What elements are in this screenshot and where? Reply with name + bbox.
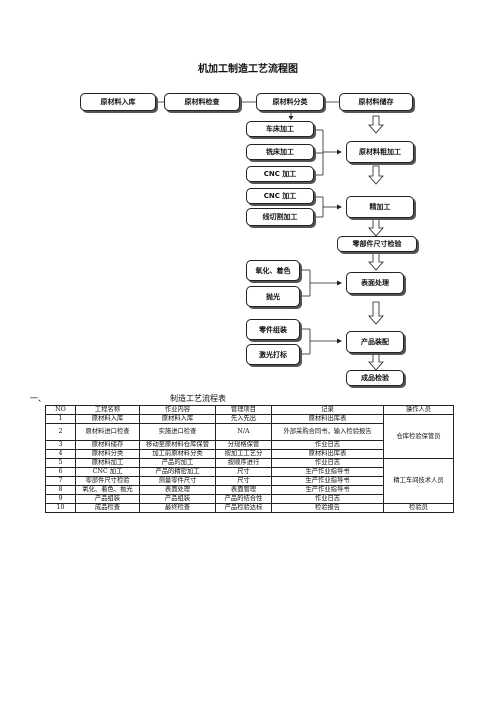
- cell-control-item: N/A: [215, 423, 272, 441]
- cell-process-name: 氧化、着色、抛光: [75, 485, 140, 495]
- cell-work-content: 产品的加工: [139, 458, 216, 468]
- cell-work-content: 测量零件尺寸: [139, 476, 216, 486]
- box-raw-sorting: 原材料分类: [256, 93, 324, 111]
- box-lathe: 车床加工: [246, 121, 314, 137]
- table-caption: 制造工艺流程表: [170, 394, 226, 403]
- cell-process-name: 原材料入库: [75, 414, 140, 424]
- cell-no: 4: [45, 449, 76, 459]
- cell-no: 7: [45, 476, 76, 486]
- header-no: NO: [45, 405, 76, 415]
- cell-process-name: 成品检查: [75, 503, 140, 513]
- cell-record: 生产作业指导书: [271, 485, 384, 495]
- cell-no: 1: [45, 414, 76, 424]
- box-laser-marking: 激光打标: [246, 344, 300, 365]
- box-oxidize-color: 氧化、着色: [246, 260, 300, 281]
- box-raw-inspection: 原材料检查: [164, 93, 240, 111]
- cell-no: 3: [45, 440, 76, 450]
- cell-control-item: 表面管理: [215, 485, 272, 495]
- cell-control-item: 分规格保管: [215, 440, 272, 450]
- cell-work-content: 加工前原材料分类: [139, 449, 216, 459]
- cell-record: 原材料出库表: [271, 449, 384, 459]
- cell-record: 原材料出库表: [271, 414, 384, 424]
- cell-record: 生产作业指导书: [271, 476, 384, 486]
- cell-work-content: 移动至原材料仓库保管: [139, 440, 216, 450]
- box-cnc-b: CNC 加工: [246, 188, 314, 204]
- process-table: NO 工程名称 作业内容 管理项目 记录 操作人员 1 原材料入库 原材料入库 …: [45, 405, 454, 513]
- box-cnc-a: CNC 加工: [246, 166, 314, 182]
- box-final-inspection: 成品检验: [346, 370, 404, 386]
- box-surface-treatment: 表面处理: [346, 272, 404, 294]
- cell-no: 8: [45, 485, 76, 495]
- cell-no: 2: [45, 423, 76, 441]
- cell-process-name: CNC 加工: [75, 467, 140, 477]
- cell-record: 检验报告: [271, 503, 384, 513]
- box-rough-machining: 原材料粗加工: [346, 141, 414, 163]
- cell-work-content: 产品的精密加工: [139, 467, 216, 477]
- header-process-name: 工程名称: [75, 405, 140, 415]
- cell-work-content: 表面处理: [139, 485, 216, 495]
- cell-process-name: 原材料储存: [75, 440, 140, 450]
- table-row: 5 原材料加工 产品的加工 按顺序进行 作业日志 精工车间技术人员: [45, 458, 454, 504]
- cell-no: 10: [45, 503, 76, 513]
- table-header-row: NO 工程名称 作业内容 管理项目 记录 操作人员: [45, 405, 454, 415]
- cell-work-content: 原材料入库: [139, 414, 216, 424]
- cell-control-item: 产品的结合性: [215, 494, 272, 504]
- box-milling: 铣床加工: [246, 144, 314, 160]
- cell-operator-workshop: 精工车间技术人员: [383, 458, 454, 504]
- cell-control-item: 按加工工艺分: [215, 449, 272, 459]
- page-title: 机加工制造工艺流程图: [198, 64, 298, 75]
- cell-control-item: 产品检验达标: [215, 503, 272, 513]
- cell-work-content: 实施进口检查: [139, 423, 216, 441]
- section-mark: 一、: [30, 394, 46, 403]
- cell-record: 作业日志: [271, 440, 384, 450]
- cell-process-name: 原材料进口检查: [75, 423, 140, 441]
- box-wire-cut: 线切割加工: [246, 208, 314, 226]
- cell-operator-inspector: 检验员: [383, 503, 454, 513]
- cell-control-item: 尺寸: [215, 467, 272, 477]
- cell-no: 5: [45, 458, 76, 468]
- header-work-content: 作业内容: [139, 405, 216, 415]
- table-row: 10 成品检查 最终检查 产品检验达标 检验报告 检验员: [45, 503, 454, 513]
- header-record: 记录: [271, 405, 384, 415]
- table-row: 1 原材料入库 原材料入库 先入先出 原材料出库表 仓库检验保管员: [45, 414, 454, 459]
- box-polish: 抛光: [246, 286, 300, 307]
- box-part-inspection: 零部件尺寸检验: [337, 236, 417, 252]
- table-row: 2 原材料进口检查 实施进口检查 N/A 外部采购合同书，输入检验报告: [45, 423, 454, 441]
- box-product-assembly: 产品装配: [346, 331, 404, 353]
- box-finish-machining: 精加工: [346, 196, 414, 218]
- cell-process-name: 产品组装: [75, 494, 140, 504]
- cell-record: 外部采购合同书，输入检验报告: [271, 423, 384, 441]
- box-part-assembly: 零件组装: [246, 319, 300, 340]
- cell-operator-warehouse: 仓库检验保管员: [383, 414, 454, 459]
- box-raw-storage: 原材料储存: [339, 93, 413, 111]
- box-raw-intake: 原材料入库: [80, 93, 156, 111]
- cell-control-item: 先入先出: [215, 414, 272, 424]
- cell-process-name: 原材料加工: [75, 458, 140, 468]
- header-control-item: 管理项目: [215, 405, 272, 415]
- cell-work-content: 产品组装: [139, 494, 216, 504]
- cell-record: 生产作业指导书: [271, 467, 384, 477]
- cell-record: 作业日志: [271, 458, 384, 468]
- cell-record: 作业日志: [271, 494, 384, 504]
- cell-work-content: 最终检查: [139, 503, 216, 513]
- header-operator: 操作人员: [383, 405, 454, 415]
- cell-process-name: 零部件尺寸检验: [75, 476, 140, 486]
- cell-process-name: 原材料分类: [75, 449, 140, 459]
- cell-no: 9: [45, 494, 76, 504]
- cell-control-item: 按顺序进行: [215, 458, 272, 468]
- cell-no: 6: [45, 467, 76, 477]
- cell-control-item: 尺寸: [215, 476, 272, 486]
